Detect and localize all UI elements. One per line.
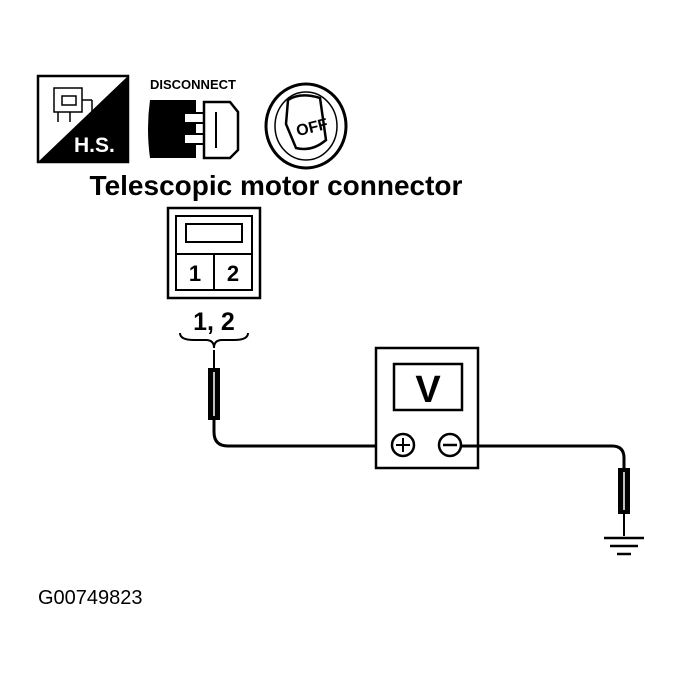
voltmeter-display: V: [415, 369, 441, 411]
disconnect-connector-icon: DISCONNECT: [148, 77, 240, 160]
pin-1-label: 1: [189, 261, 201, 286]
positive-lead-wire: [212, 420, 392, 448]
ground-symbol-icon: [604, 536, 644, 556]
ignition-switch-icon: OFF: [264, 82, 348, 170]
connector-face: 1 2: [166, 206, 262, 300]
harness-side-label: H.S.: [74, 134, 115, 157]
positive-probe: [208, 350, 220, 420]
probe-brace: [179, 332, 249, 349]
figure-id: G00749823: [38, 587, 143, 609]
disconnect-label: DISCONNECT: [150, 77, 236, 92]
ground-probe: [618, 468, 630, 536]
probe-pin-label: 1, 2: [193, 308, 235, 336]
harness-side-icon: H.S.: [36, 74, 130, 164]
negative-lead-wire: [461, 444, 626, 468]
pin-2-label: 2: [227, 261, 239, 286]
harness-connector-sketch: [53, 87, 93, 122]
voltmeter-icon: V: [374, 346, 480, 470]
connector-title: Telescopic motor connector: [90, 170, 463, 201]
